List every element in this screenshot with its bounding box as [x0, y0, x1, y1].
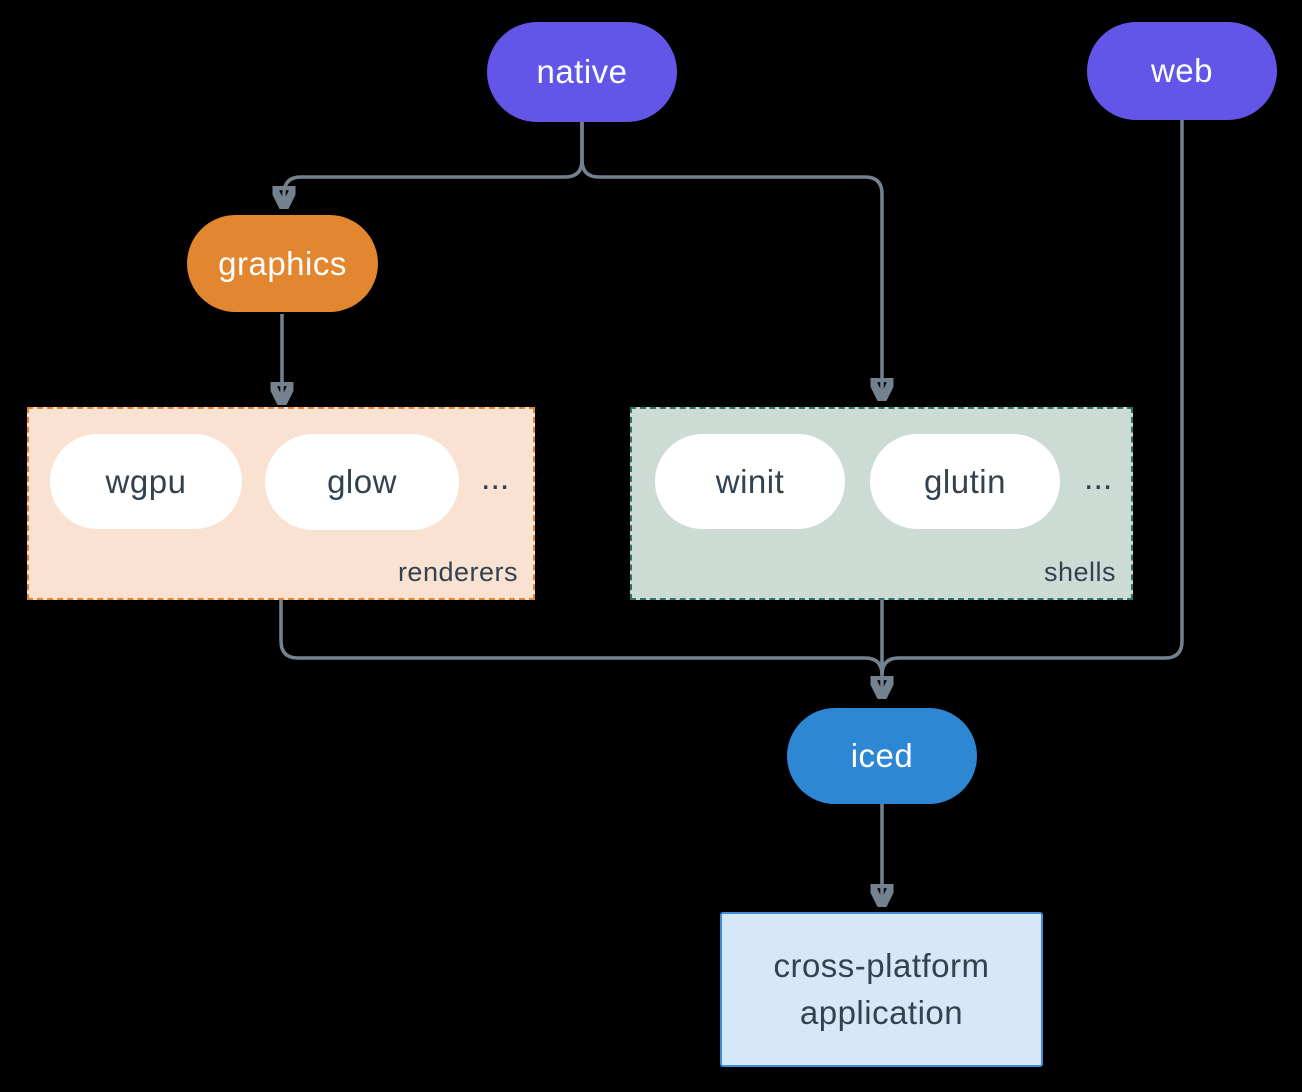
shells-ellipsis: ...	[1084, 459, 1113, 497]
node-wgpu-label: wgpu	[105, 462, 187, 500]
node-graphics-label: graphics	[218, 244, 347, 282]
edge-native-to-shells	[580, 122, 882, 393]
node-web-label: web	[1150, 52, 1214, 89]
node-cross-platform-application: cross-platform application	[720, 912, 1043, 1067]
node-iced-label: iced	[850, 737, 914, 774]
node-iced: iced	[787, 708, 977, 804]
node-glutin-label: glutin	[924, 462, 1006, 500]
renderers-ellipsis: ...	[481, 459, 510, 497]
node-graphics: graphics	[187, 215, 378, 312]
group-shells: winit glutin ... shells	[630, 407, 1133, 600]
node-winit-label: winit	[715, 462, 785, 500]
node-glutin: glutin	[870, 434, 1060, 529]
node-glow-label: glow	[327, 463, 397, 500]
node-glow: glow	[265, 434, 459, 530]
group-renderers: wgpu glow ... renderers	[27, 407, 535, 600]
edge-renderers-to-merge	[279, 600, 884, 676]
group-renderers-label: renderers	[397, 557, 518, 587]
node-wgpu: wgpu	[50, 434, 242, 529]
node-native: native	[487, 22, 677, 122]
node-web: web	[1087, 22, 1277, 120]
node-winit: winit	[655, 434, 845, 529]
application-label-line1: cross-platform	[773, 946, 990, 984]
group-shells-label: shells	[1043, 557, 1116, 587]
node-native-label: native	[536, 53, 628, 90]
edge-web-to-merge	[880, 120, 1184, 676]
application-label-line2: application	[799, 993, 964, 1031]
edge-native-to-graphics	[284, 122, 584, 201]
